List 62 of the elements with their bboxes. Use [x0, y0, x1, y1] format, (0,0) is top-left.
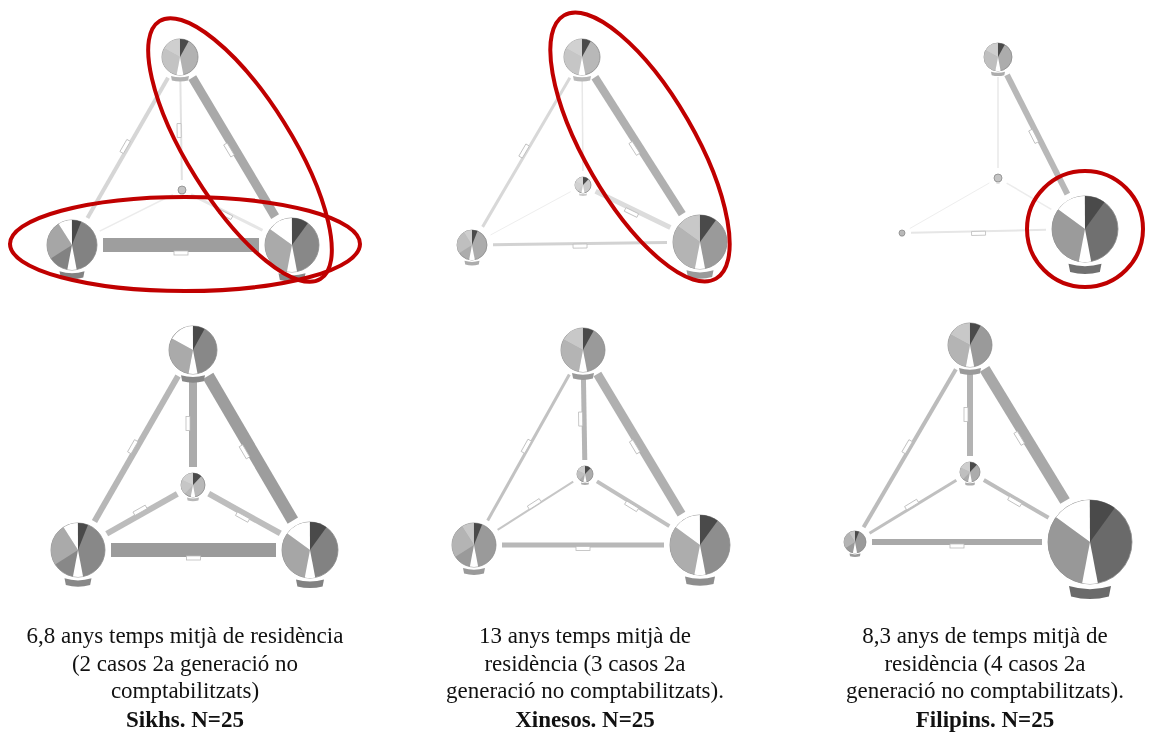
caption-title: Xinesos. N=25	[515, 706, 655, 733]
connector-bar	[593, 371, 686, 517]
pie-chart-node	[451, 522, 497, 576]
connector-bar	[105, 491, 179, 537]
connector-bar	[202, 372, 298, 524]
caption-text: 13 anys temps mitjà de residència (3 casos 2a generació no comptabilitzats).	[445, 622, 725, 705]
pie-chart-node	[983, 42, 1013, 77]
connector-bar	[91, 374, 181, 523]
connector-bar	[103, 238, 259, 252]
connector-bar	[496, 480, 575, 531]
caption-text: 6,8 anys temps mitjà de residència (2 casos 2a generació no comptabilitzats)	[25, 622, 345, 705]
pie-chart-node	[456, 229, 488, 267]
pie-chart-node	[264, 217, 320, 283]
connector-bar	[486, 373, 571, 522]
pie-chart-node	[560, 327, 606, 381]
connector-bar	[111, 543, 276, 557]
connector-bar	[594, 188, 672, 230]
caption-text: 8,3 anys de temps mitjà de residència (4 casos 2a generació no comptabilitzats).	[845, 622, 1125, 705]
pie-chart-node	[576, 465, 594, 486]
pie-chart-node	[281, 521, 339, 589]
connector-bar	[910, 228, 1047, 234]
connector-bar	[481, 76, 572, 228]
connector-bar	[979, 366, 1070, 504]
connector-bar	[982, 478, 1050, 520]
pie-chart-node	[669, 514, 731, 587]
connector-bar	[489, 191, 572, 236]
pie-chart-node	[50, 522, 106, 588]
pie-chart-node	[46, 219, 98, 280]
connector-bar	[868, 479, 958, 535]
pie-chart-node	[947, 322, 993, 376]
pie-chart-node	[168, 325, 218, 384]
connector-bar	[1005, 182, 1053, 211]
pie-chart-node	[993, 173, 1003, 185]
pie-chart-node	[574, 176, 592, 197]
connector-bar	[188, 75, 279, 219]
connector-bar	[595, 479, 671, 528]
connector-bar	[99, 193, 174, 232]
pie-chart-node	[672, 214, 728, 280]
connector-bar	[207, 491, 282, 537]
pie-chart-node	[177, 185, 187, 197]
pie-chart-node	[959, 461, 981, 487]
caption-title: Filipins. N=25	[915, 706, 1055, 733]
pie-chart-node	[1047, 499, 1133, 600]
connector-bar	[1004, 73, 1071, 196]
pie-chart-node	[1051, 195, 1119, 275]
pie-chart-node	[843, 530, 867, 558]
pie-chart-node	[161, 38, 199, 83]
connector-bar	[190, 193, 264, 232]
connector-bar	[492, 240, 668, 247]
pie-chart-node	[898, 229, 906, 239]
connector-bar	[967, 373, 973, 456]
connector-bar	[909, 182, 990, 230]
connector-bar	[861, 368, 958, 529]
connector-bar	[591, 75, 686, 217]
connector-bar	[85, 76, 170, 220]
pie-chart-node	[563, 38, 601, 83]
connector-bar	[179, 80, 183, 181]
caption-title: Sikhs. N=25	[126, 706, 244, 733]
connector-bar	[580, 377, 588, 461]
connector-bar	[872, 539, 1042, 545]
pie-chart-node	[180, 472, 206, 503]
connector-bar	[502, 542, 664, 548]
